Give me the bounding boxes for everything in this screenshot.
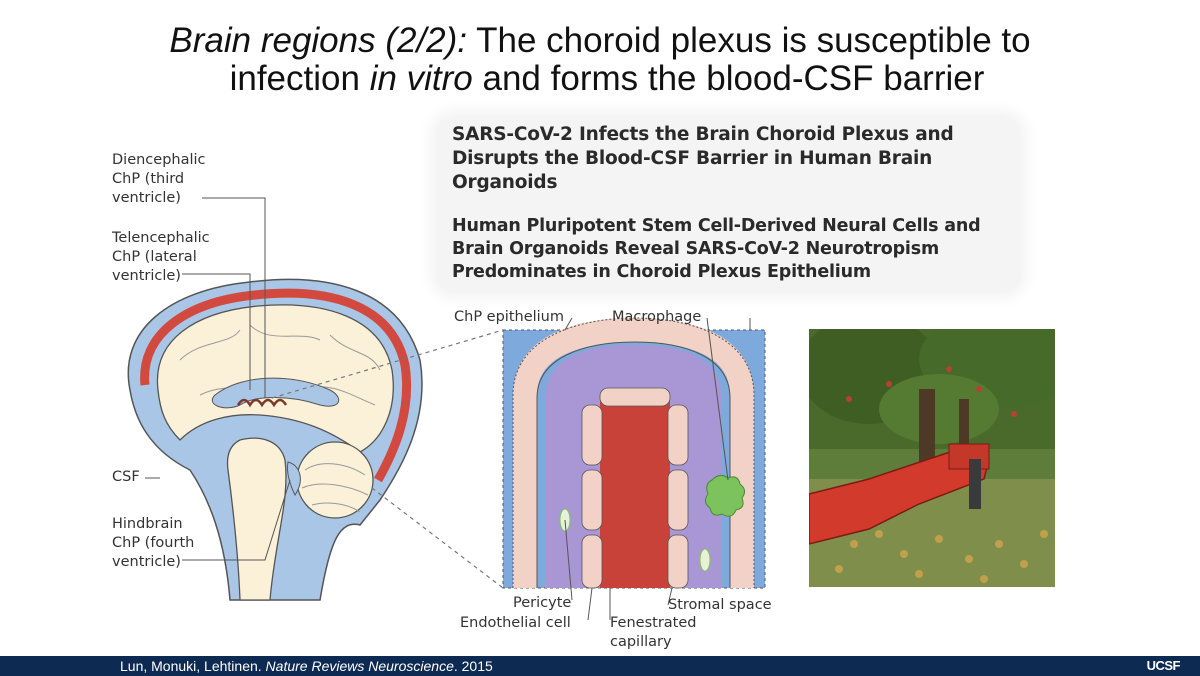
citation-journal: Nature Reviews Neuroscience (265, 658, 454, 674)
slide-title: Brain regions (2/2): The choroid plexus … (0, 22, 1200, 98)
title-italic: Brain regions (2/2): (169, 21, 468, 60)
label-fenestrated-capillary: Fenestrated capillary (610, 615, 697, 650)
title-line2-end: and forms the blood-CSF barrier (472, 59, 985, 98)
cerebellum (296, 441, 374, 519)
label-diencephalic-chp: Diencephalic ChP (third ventricle) (112, 152, 206, 206)
label-chp-epithelium: ChP epithelium (454, 309, 564, 325)
footer-bar: Lun, Monuki, Lehtinen. Nature Reviews Ne… (0, 656, 1200, 676)
citation-year: . 2015 (453, 658, 493, 674)
title-line-1: Brain regions (2/2): The choroid plexus … (0, 22, 1200, 60)
capillary (600, 400, 670, 588)
ucsf-logo: UCSF (1146, 658, 1181, 673)
label-macrophage: Macrophage (612, 309, 702, 325)
title-rest: The choroid plexus is susceptible to (467, 21, 1031, 60)
label-csf: CSF (112, 469, 140, 485)
brain-diagram (127, 197, 504, 601)
label-telencephalic-chp: Telencephalic ChP (lateral ventricle) (112, 230, 210, 284)
choroid-plexus-tuft (236, 398, 288, 408)
paper-titles-box (436, 116, 1021, 293)
citation-authors: Lun, Monuki, Lehtinen. (120, 658, 266, 674)
label-hindbrain-chp: Hindbrain ChP (fourth ventricle) (112, 516, 195, 570)
epithelium-layer (513, 317, 754, 588)
label-pericyte: Pericyte (513, 595, 572, 611)
orchard-photo-drawing (809, 329, 1055, 587)
harvester-machine (809, 448, 990, 545)
fourth-ventricle (287, 461, 301, 496)
label-stromal-space: Stromal space (668, 597, 772, 613)
choroid-plexus-detail (502, 317, 766, 621)
orchard-harvester-photo (809, 329, 1055, 587)
title-line-2: infection in vitro and forms the blood-C… (0, 60, 1200, 98)
paper-title-1: SARS-CoV-2 Infects the Brain Choroid Ple… (452, 124, 954, 193)
choroid-plexus-figure (127, 197, 766, 621)
title-line2-start: infection (229, 59, 370, 98)
macrophage-cell (704, 474, 746, 517)
title-line2-italic: in vitro (369, 59, 473, 98)
paper-title-2: Human Pluripotent Stem Cell-Derived Neur… (452, 216, 981, 282)
label-endothelial-cell: Endothelial cell (460, 615, 571, 631)
brain-vessel-band (140, 288, 412, 483)
citation: Lun, Monuki, Lehtinen. Nature Reviews Ne… (120, 658, 493, 674)
